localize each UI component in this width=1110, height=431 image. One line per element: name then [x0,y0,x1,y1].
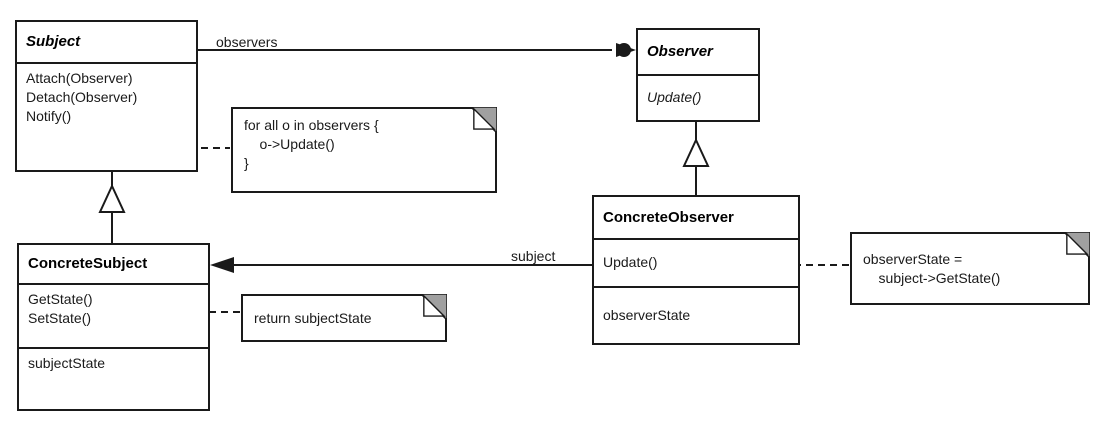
note-fold-icon [471,107,497,133]
note-notify-text: for all o in observers { o->Update() } [244,117,379,171]
note-fold-icon [1064,232,1090,258]
note-update-text: observerState = subject->GetState() [863,250,1001,286]
note-update[interactable]: observerState = subject->GetState() [850,232,1090,305]
attributes-compartment-concreteobserver: observerState [594,288,798,343]
class-name-concretesubject: ConcreteSubject [28,255,148,272]
class-box-concreteobserver[interactable]: ConcreteObserver Update() observerState [592,195,800,345]
class-name-compartment-concretesubject: ConcreteSubject [19,245,208,285]
note-getstate[interactable]: return subjectState [241,294,447,342]
operation-update-abstract: Update() [647,89,702,105]
operation-getstate: GetState() [28,291,93,307]
attribute-subjectstate: subjectState [28,355,106,371]
operations-compartment-subject: Attach(Observer) Detach(Observer) Notify… [17,64,196,170]
operation-update: Update() [603,254,658,270]
attribute-observerstate: observerState [603,306,691,323]
class-box-subject[interactable]: Subject Attach(Observer) Detach(Observer… [15,20,198,172]
note-notify[interactable]: for all o in observers { o->Update() } [231,107,497,193]
operations-compartment-observer: Update() [638,76,758,120]
class-name-subject: Subject [26,33,81,50]
operation-detach: Detach(Observer) [26,89,138,105]
operation-setstate: SetState() [28,310,92,326]
operations-compartment-concretesubject: GetState() SetState() [19,285,208,349]
generalization-concreteobserver-observer [682,122,710,195]
class-name-compartment-concreteobserver: ConcreteObserver [594,197,798,240]
class-name-compartment-subject: Subject [17,22,196,64]
class-name-concreteobserver: ConcreteObserver [603,208,734,226]
note-fold-icon [421,294,447,320]
association-label-observers: observers [216,34,278,50]
attributes-compartment-concretesubject: subjectState [19,349,208,409]
class-box-observer[interactable]: Observer Update() [636,28,760,122]
operation-notify: Notify() [26,108,72,124]
association-label-subject: subject [511,248,556,264]
note-getstate-text: return subjectState [254,309,372,326]
class-box-concretesubject[interactable]: ConcreteSubject GetState() SetState() su… [17,243,210,411]
generalization-concretesubject-subject [98,172,126,243]
class-name-compartment-observer: Observer [638,30,758,76]
operation-attach: Attach(Observer) [26,70,133,86]
class-name-observer: Observer [647,43,713,60]
operations-compartment-concreteobserver: Update() [594,240,798,288]
